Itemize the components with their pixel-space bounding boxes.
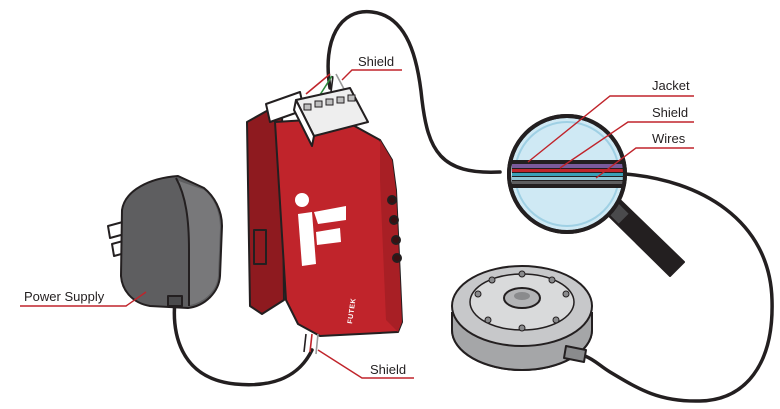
load-cell-icon bbox=[451, 265, 593, 371]
label-shield-top: Shield bbox=[358, 54, 394, 69]
magnifying-glass-icon bbox=[507, 114, 685, 277]
magnified-cable-section bbox=[512, 160, 624, 188]
signal-conditioner-icon: FUTEK bbox=[246, 91, 403, 355]
connector-block-icon bbox=[293, 73, 369, 147]
label-wires: Wires bbox=[652, 131, 686, 146]
brand-logo-icon bbox=[295, 193, 346, 266]
cable-group bbox=[172, 10, 774, 403]
label-jacket: Jacket bbox=[652, 78, 690, 93]
cable-adapter-to-device bbox=[172, 298, 314, 387]
label-shield-bottom: Shield bbox=[370, 362, 406, 377]
label-shield-magnifier: Shield bbox=[652, 105, 688, 120]
label-power-supply: Power Supply bbox=[24, 289, 105, 304]
cable-connector-to-magnifier bbox=[326, 10, 502, 174]
cable-magnifier-to-loadcell bbox=[583, 172, 774, 403]
callouts: Shield Jacket Shield Wires Power Supply … bbox=[20, 54, 694, 379]
device-brand-text: FUTEK bbox=[347, 298, 358, 325]
power-adapter-icon bbox=[107, 175, 223, 309]
